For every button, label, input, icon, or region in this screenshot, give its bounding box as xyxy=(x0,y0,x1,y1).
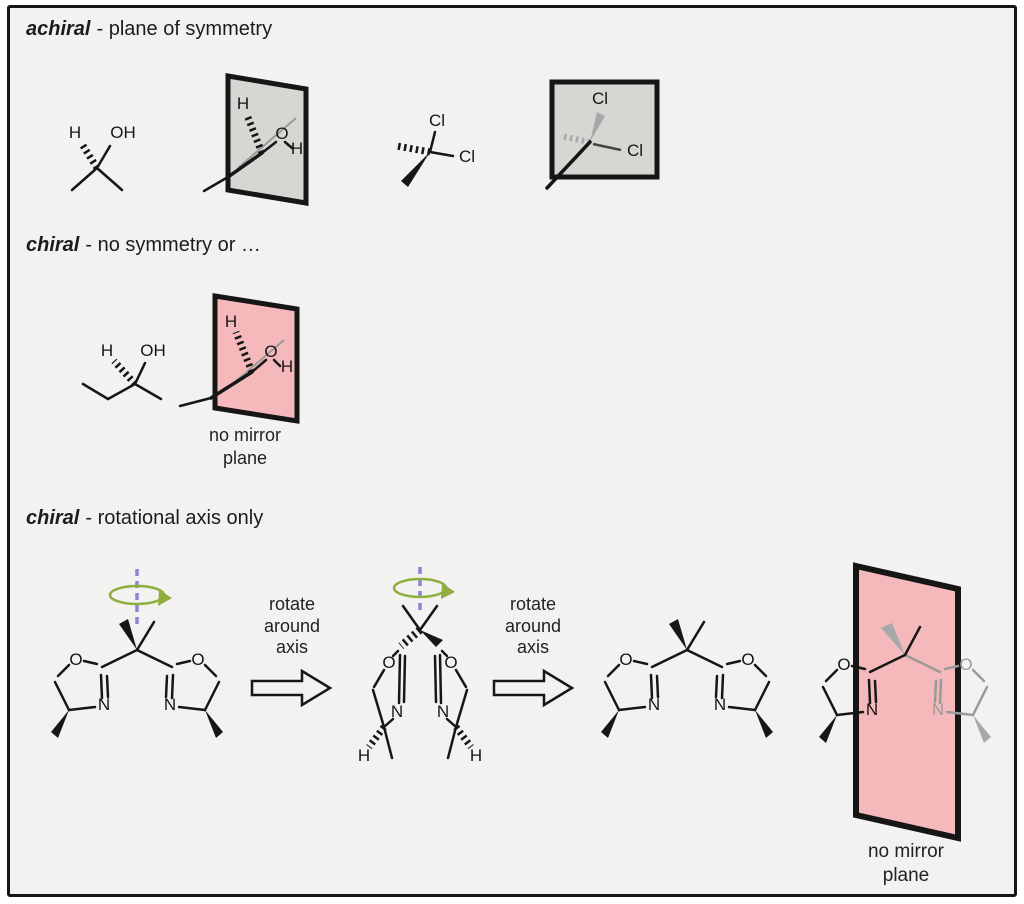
section-term: chiral xyxy=(26,234,80,256)
atom-label-h: H xyxy=(281,357,293,376)
section-desc: - plane of symmetry xyxy=(96,18,273,40)
caption-no-mirror-plane: no mirror plane xyxy=(208,425,281,468)
atom-label-o: O xyxy=(619,650,632,669)
atom-label-o: O xyxy=(741,650,754,669)
rotation-arrow xyxy=(392,577,455,599)
bonds xyxy=(178,330,282,408)
atom-label-n: N xyxy=(714,695,726,714)
hashed-wedge-bond xyxy=(398,626,423,650)
atom-label-h: H xyxy=(358,746,370,765)
atom-label-o: O xyxy=(69,650,82,669)
atom-label-o: O xyxy=(382,653,395,672)
back-wedge-bond xyxy=(590,112,605,142)
bold-wedge-bond xyxy=(401,152,430,187)
atom-label-cl: Cl xyxy=(592,89,608,108)
section-title-chiral-2: chiral- rotational axis only xyxy=(26,507,263,530)
atom-label-n: N xyxy=(164,695,176,714)
section-desc: - rotational axis only xyxy=(85,507,264,529)
section-term: chiral xyxy=(26,507,80,529)
bonds-front xyxy=(819,625,922,743)
figure-frame xyxy=(7,5,1017,897)
bonds xyxy=(366,604,474,760)
molecule-2-butanol-mirror-plane: H O H xyxy=(178,293,300,424)
back-wedge-bond xyxy=(881,623,905,655)
mirror-plane-pink xyxy=(853,562,961,842)
bonds xyxy=(396,130,455,187)
atom-label-h: H xyxy=(470,746,482,765)
atom-label-o: O xyxy=(275,124,288,143)
hashed-wedge-bond xyxy=(366,724,387,750)
hashed-wedge-bond xyxy=(79,142,100,170)
atom-label-oh: OH xyxy=(140,341,166,360)
bonds xyxy=(81,358,163,401)
section-title-achiral: achiral- plane of symmetry xyxy=(26,18,272,41)
molecule-2-butanol: H OH xyxy=(81,341,166,401)
molecule-bisoxazoline-2: O N O N xyxy=(601,619,773,738)
mirror-plane-pink xyxy=(212,293,300,424)
atom-label-n: N xyxy=(648,695,660,714)
label-rotate-around-axis: rotate around axis xyxy=(504,594,562,658)
hashed-wedge-bond xyxy=(232,330,256,374)
bonds xyxy=(202,113,294,193)
molecule-bisoxazoline-mirror-plane: O N O N xyxy=(819,562,991,842)
atom-label-cl: Cl xyxy=(627,141,643,160)
plane-trace-line xyxy=(237,117,297,169)
molecule-bisoxazoline-rotated: O O N N H H xyxy=(358,567,482,765)
section-title-chiral-1: chiral- no symmetry or … xyxy=(26,234,261,257)
mirror-plane-gray xyxy=(225,73,309,206)
block-arrow-right xyxy=(492,668,575,708)
bold-wedge-bond xyxy=(205,710,223,738)
block-arrow-right xyxy=(250,668,333,708)
atom-label-n: N xyxy=(391,702,403,721)
atom-label-n: N xyxy=(866,700,878,719)
label-rotate-around-axis: rotate around axis xyxy=(263,594,321,658)
back-wedge-bond xyxy=(973,715,991,743)
atom-label-n: N xyxy=(932,700,944,719)
molecule-bisoxazoline-1: O N O N xyxy=(51,569,223,738)
atom-label-h: H xyxy=(69,123,81,142)
hashed-wedge-bond xyxy=(111,358,138,387)
hashed-wedge-bond xyxy=(453,724,474,750)
caption-no-mirror-plane: no mirror plane xyxy=(867,841,944,886)
atom-label-o: O xyxy=(837,655,850,674)
atom-label-n: N xyxy=(98,695,110,714)
atom-label-h: H xyxy=(225,312,237,331)
atom-label-cl: Cl xyxy=(459,147,475,166)
hashed-wedge-bond xyxy=(396,142,431,156)
atom-label-h: H xyxy=(101,341,113,360)
section-term: achiral xyxy=(26,18,91,40)
bold-wedge-bond xyxy=(601,710,619,738)
bonds xyxy=(545,112,622,190)
bold-wedge-bond xyxy=(669,619,687,650)
rotation-arrow xyxy=(108,584,172,606)
molecule-dichloro: Cl Cl xyxy=(396,111,475,187)
atom-label-n: N xyxy=(437,702,449,721)
hashed-wedge-bond xyxy=(243,113,266,155)
molecule-isopropanol: H OH xyxy=(69,123,136,192)
atom-label-o: O xyxy=(959,655,972,674)
bold-wedge-bond xyxy=(819,715,837,743)
molecule-isopropanol-mirror-plane: H O H xyxy=(202,73,309,206)
bonds xyxy=(601,619,773,738)
atom-label-cl: Cl xyxy=(429,111,445,130)
mirror-plane-gray xyxy=(549,79,660,180)
atom-label-oh: OH xyxy=(110,123,136,142)
rotation-arrowhead xyxy=(441,583,455,599)
bonds xyxy=(70,142,124,192)
molecule-dichloro-mirror-plane: Cl Cl xyxy=(545,79,660,190)
section-desc: - no symmetry or … xyxy=(85,234,261,256)
atom-label-o: O xyxy=(191,650,204,669)
bold-wedge-bond xyxy=(119,619,137,650)
bold-wedge-bond xyxy=(420,630,443,647)
bonds-behind-plane xyxy=(881,623,991,743)
atom-label-h: H xyxy=(291,139,303,158)
back-hashed-bond xyxy=(560,133,591,145)
bold-wedge-bond xyxy=(51,710,69,738)
bold-wedge-bond xyxy=(755,710,773,738)
bonds xyxy=(51,619,223,738)
rotation-arrowhead xyxy=(158,590,172,606)
atom-label-h: H xyxy=(237,94,249,113)
atom-label-o: O xyxy=(444,653,457,672)
atom-label-o: O xyxy=(264,342,277,361)
